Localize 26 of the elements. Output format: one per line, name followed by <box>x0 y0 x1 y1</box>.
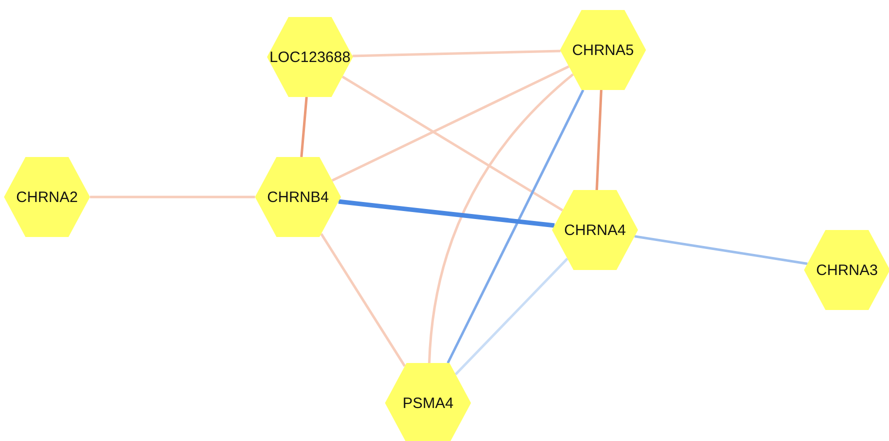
gene-node <box>385 363 471 441</box>
gene-label: CHRNA3 <box>816 262 878 278</box>
gene-label: CHRNA5 <box>572 42 634 58</box>
interaction-line <box>454 258 568 376</box>
interaction-line <box>428 73 574 364</box>
gene-node <box>804 230 889 310</box>
gene-node <box>255 157 341 237</box>
gene-label: CHRNA4 <box>564 222 626 238</box>
gene-label: LOC123688 <box>270 48 350 66</box>
interaction-line <box>320 233 406 367</box>
gene-label: CHRNA2 <box>16 188 78 206</box>
gene-node <box>552 190 638 270</box>
gene-node <box>560 10 646 90</box>
interaction-line <box>300 96 308 158</box>
gene-label: PSMA4 <box>402 394 454 412</box>
interaction-line <box>332 65 570 182</box>
interaction-line <box>342 76 564 212</box>
gene-node <box>4 157 90 237</box>
gene-node <box>267 17 353 97</box>
interaction-line <box>446 89 584 364</box>
interaction-line <box>338 199 555 228</box>
gene-label: CHRNB4 <box>267 188 329 206</box>
interaction-line <box>634 235 808 265</box>
interaction-line <box>596 90 602 190</box>
interaction-line <box>352 50 561 58</box>
interaction-line <box>90 196 255 198</box>
